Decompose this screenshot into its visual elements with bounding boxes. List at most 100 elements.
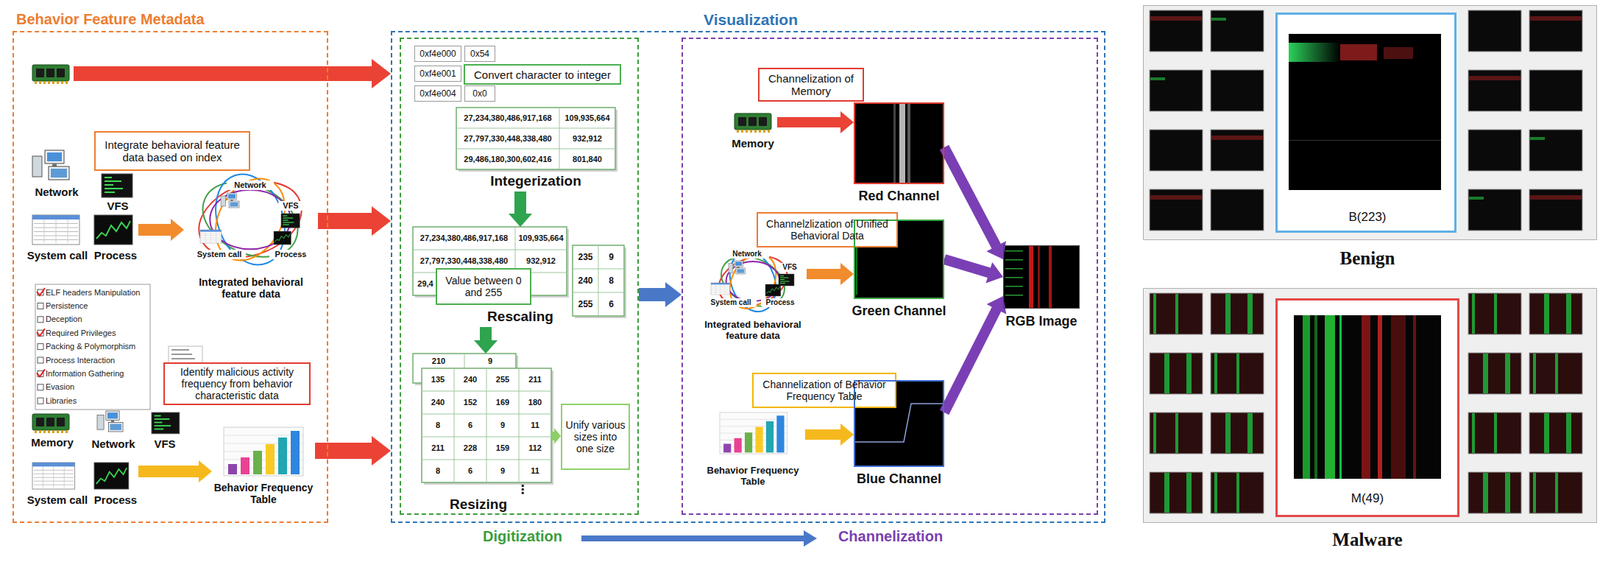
data-table xyxy=(598,245,600,316)
network-icon xyxy=(97,410,123,432)
data-table xyxy=(412,249,567,251)
icon-label: Integrated behavioral feature data xyxy=(183,275,318,300)
ring-label: System call xyxy=(192,249,246,260)
vfs-icon xyxy=(101,173,133,198)
image-gallery-picture xyxy=(1153,293,1157,334)
channel-picture xyxy=(1005,276,1023,279)
memory-chip-icon xyxy=(61,429,64,433)
memory-chip-icon xyxy=(734,113,772,133)
image-gallery-picture xyxy=(1186,472,1192,513)
system-call-icon xyxy=(210,231,212,243)
image-gallery-picture xyxy=(1210,352,1264,394)
data-table xyxy=(456,107,616,170)
memory-chip-icon xyxy=(52,80,55,84)
hex-value: 0xf4e001 xyxy=(414,65,462,82)
image-gallery-picture xyxy=(1468,352,1522,394)
memory-chip-icon xyxy=(39,429,42,433)
table-cell: 135 xyxy=(421,367,455,391)
image-gallery-picture xyxy=(1566,412,1572,453)
table-cell: 932,912 xyxy=(559,128,616,149)
table-cell: 29,4 xyxy=(414,272,437,296)
table-cell: 235 xyxy=(572,245,599,269)
system-call-icon xyxy=(715,284,717,294)
memory-chip-icon xyxy=(39,80,42,84)
system-call-icon xyxy=(215,231,217,243)
block-arrow xyxy=(805,423,854,446)
process-icon xyxy=(94,214,133,245)
network-icon xyxy=(32,156,42,177)
data-table xyxy=(572,245,625,316)
memory-chip-icon xyxy=(763,129,766,133)
image-gallery-picture xyxy=(1288,33,1442,190)
image-gallery-picture xyxy=(1275,12,1457,233)
icon-node: Memory xyxy=(728,110,778,152)
data-table xyxy=(412,107,627,485)
image-gallery-picture xyxy=(1339,314,1342,479)
gallery-title: Malware xyxy=(1293,529,1442,551)
vfs-icon xyxy=(104,180,122,182)
memory-chip-icon xyxy=(32,64,70,81)
image-gallery-picture xyxy=(1468,129,1522,171)
image-gallery-picture xyxy=(1142,5,1598,523)
callout-box: Integrate behavioral feature data based … xyxy=(94,131,251,171)
memory-chip-icon xyxy=(741,129,744,133)
checklist-card xyxy=(171,357,196,360)
memory-chip-icon xyxy=(52,429,55,433)
memory-chip-icon xyxy=(43,429,46,433)
image-gallery-picture xyxy=(1211,17,1227,21)
block-arrow xyxy=(581,529,817,547)
image-gallery-picture xyxy=(1324,314,1336,479)
icon-label: Memory xyxy=(26,435,79,449)
image-gallery-picture xyxy=(1529,471,1583,513)
icon-label: Integrated behavioral feature data xyxy=(699,319,807,342)
ring-label: Process xyxy=(760,298,800,307)
frequency-chart-icon xyxy=(719,412,788,454)
system-call-icon xyxy=(64,465,65,488)
integration-rings xyxy=(188,164,313,274)
checklist-item: Information Gathering xyxy=(45,368,149,379)
vfs-icon xyxy=(281,213,300,228)
panel-title: Visualization xyxy=(647,11,854,29)
table-cell: 9 xyxy=(464,353,516,368)
image-gallery: BenignB(223) xyxy=(1142,5,1598,240)
table-cell: 240 xyxy=(572,268,599,293)
hex-value: 0x0 xyxy=(464,85,496,102)
image-caption: M(49) xyxy=(1287,490,1447,506)
image-gallery-picture xyxy=(1288,139,1442,141)
system-call-icon xyxy=(719,284,721,294)
vfs-icon xyxy=(780,281,790,282)
hex-value: 0xf4e004 xyxy=(414,85,462,102)
vfs-icon xyxy=(104,191,115,193)
system-call-icon xyxy=(200,229,222,232)
icon-label: Behavior Frequency Table xyxy=(700,465,806,488)
checklist-item: Persistence xyxy=(45,301,149,311)
vfs-icon xyxy=(282,219,288,221)
table-cell: 6 xyxy=(598,292,625,316)
network-icon xyxy=(737,266,740,268)
channel-picture xyxy=(1005,294,1023,296)
memory-chip-icon xyxy=(36,417,45,427)
table-cell: 9 xyxy=(486,459,519,483)
checklist-card xyxy=(36,368,45,377)
highlight-frame: M(49) xyxy=(1275,298,1460,517)
icon-node: Network xyxy=(82,409,145,452)
image-gallery-picture xyxy=(1149,189,1203,231)
network-icon xyxy=(108,421,123,432)
memory-chip-icon xyxy=(47,429,51,433)
memory-chip-icon xyxy=(56,417,65,427)
process-icon xyxy=(766,286,780,294)
block-arrow xyxy=(638,281,682,307)
table-cell: 240 xyxy=(421,390,455,414)
channel-picture xyxy=(907,102,911,184)
block-arrow xyxy=(473,326,498,354)
process-icon xyxy=(765,284,781,296)
table-cell: 169 xyxy=(486,390,519,414)
channel-picture xyxy=(1005,259,1023,261)
memory-chip-icon xyxy=(32,413,70,433)
icon-label: Behavior Frequency Table xyxy=(211,481,315,505)
callout-box: Convert character to integer xyxy=(463,64,622,85)
image-gallery-picture xyxy=(1533,472,1536,513)
vfs-icon xyxy=(778,273,795,286)
table-cell: 27,797,330,448,338,480 xyxy=(412,249,516,273)
image-gallery-picture xyxy=(1247,293,1253,334)
